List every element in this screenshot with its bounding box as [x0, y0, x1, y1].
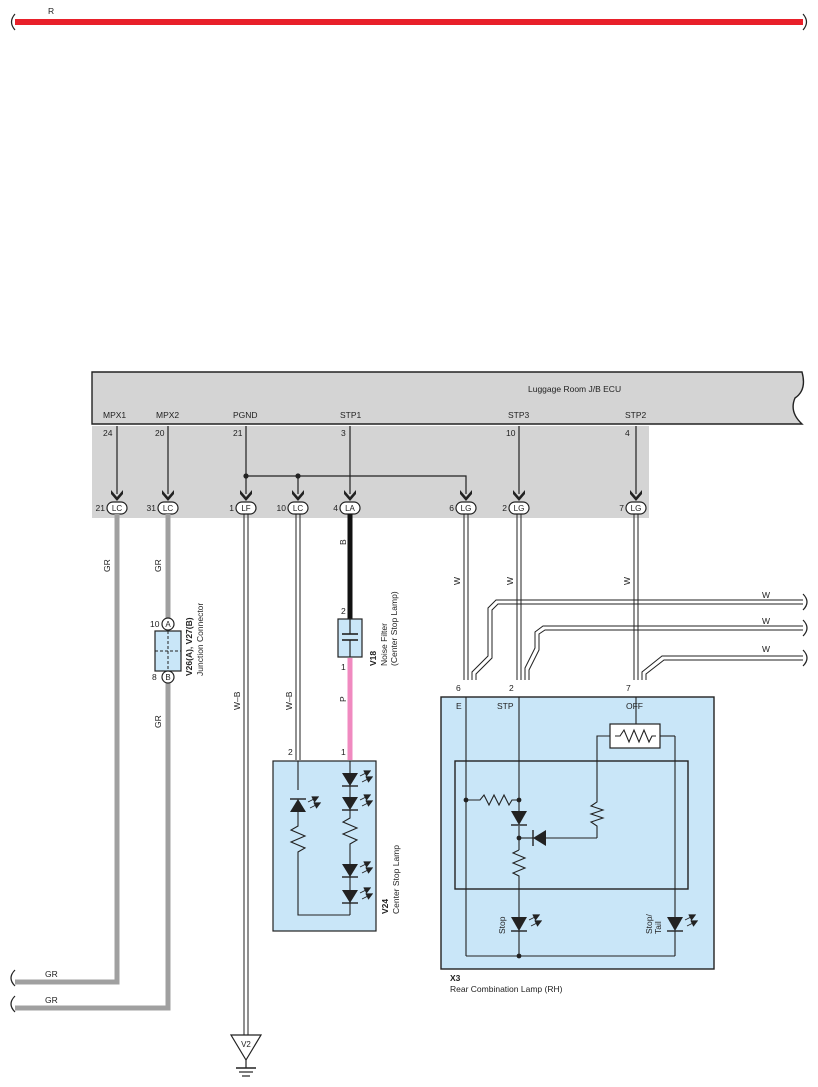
led-icon-csl-3: [342, 797, 358, 810]
led-icon-stop-tail: [667, 917, 683, 931]
ground-label: V2: [241, 1040, 251, 1049]
gr-wires: GR GR GR GR GR: [10, 514, 171, 1013]
rcl-name: Rear Combination Lamp (RH): [450, 984, 563, 994]
nf-sub: (Center Stop Lamp): [389, 591, 399, 666]
jc-pin-8: 8: [152, 672, 157, 682]
wire-label-wb-2: W–B: [284, 691, 294, 710]
csl-code: V24: [380, 899, 390, 914]
rcl-term-e: E: [456, 701, 462, 711]
conn-lg-7: LG: [631, 504, 642, 513]
conn-lc-31: LC: [163, 504, 173, 513]
term-pin-stp2: 4: [625, 428, 630, 438]
conn-lg-6: LG: [461, 504, 472, 513]
wire-label-gr-2: GR: [153, 559, 163, 572]
resistor-icon-off: [615, 728, 656, 744]
rcl-term-stp: STP: [497, 701, 514, 711]
wire-label-w-3: W: [622, 577, 632, 585]
w-wire-ends: [802, 593, 808, 667]
term-name-pgnd: PGND: [233, 410, 258, 420]
rcl-term-off: OFF: [626, 701, 643, 711]
wire-label-wb-1: W–B: [232, 691, 242, 710]
wire-label-w-4: W: [762, 590, 770, 600]
conn-pin-4: 4: [333, 503, 338, 513]
conn-pin-10: 10: [277, 503, 287, 513]
conn-pin-6: 6: [449, 503, 454, 513]
rcl-pin-7: 7: [626, 683, 631, 693]
jc-letter-a: A: [165, 620, 171, 629]
jc-code: V26(A), V27(B): [184, 617, 194, 676]
rcl-led-stop-label: Stop: [497, 916, 507, 934]
wire-label-p: P: [338, 696, 348, 702]
csl-name: Center Stop Lamp: [391, 845, 401, 914]
led-icon-stop: [511, 917, 527, 931]
term-name-mpx2: MPX2: [156, 410, 179, 420]
term-pin-mpx1: 24: [103, 428, 113, 438]
conn-lg-2: LG: [514, 504, 525, 513]
rear-combination-lamp: 6 2 7 E STP OFF: [440, 683, 715, 994]
conn-la-4: LA: [345, 504, 355, 513]
conn-pin-2: 2: [502, 503, 507, 513]
led-icon-csl-2: [342, 773, 358, 786]
jc-pin-10: 10: [150, 619, 160, 629]
term-pin-stp3: 10: [506, 428, 516, 438]
conn-lc-10: LC: [293, 504, 303, 513]
led-icon-csl-1: [290, 799, 306, 812]
nf-pin-1: 1: [341, 662, 346, 672]
wire-label-gr-3: GR: [153, 715, 163, 728]
led-icon-csl-4: [342, 864, 358, 877]
top-wire-color-label: R: [48, 6, 54, 16]
rcl-led-stoptail-label-2: Tail: [653, 921, 663, 934]
stp1-wire: B P: [338, 514, 353, 760]
w-wires: [463, 514, 803, 680]
wb-wires: W–B W–B: [232, 514, 301, 1035]
wire-label-w-5: W: [762, 616, 770, 626]
center-stop-lamp: 2 1: [272, 747, 401, 932]
nf-code: V18: [368, 651, 378, 666]
nf-pin-2: 2: [341, 606, 346, 616]
wire-label-w-1: W: [452, 577, 462, 585]
junction-connector: A 10 B 8 V26(A), V27(B) Junction Connect…: [150, 603, 205, 684]
ground-v2: V2: [229, 1034, 263, 1077]
term-pin-pgnd: 21: [233, 428, 243, 438]
rcl-led-stoptail-label-1: Stop/: [644, 914, 654, 934]
csl-pin-1: 1: [341, 747, 346, 757]
nf-name: Noise Filter: [379, 623, 389, 666]
conn-pin-31: 31: [147, 503, 157, 513]
junction-dot-pgnd: [243, 473, 249, 479]
conn-pin-7: 7: [619, 503, 624, 513]
term-name-stp1: STP1: [340, 410, 362, 420]
jc-name: Junction Connector: [195, 603, 205, 676]
wire-label-w-6: W: [762, 644, 770, 654]
diode-icon-horizontal: [533, 830, 546, 846]
term-name-mpx1: MPX1: [103, 410, 126, 420]
ecu-name: Luggage Room J/B ECU: [528, 384, 621, 394]
rcl-pin-2: 2: [509, 683, 514, 693]
noise-filter: 2 1 V18 Noise Filter (Center Stop Lamp): [337, 591, 399, 672]
wire-label-b: B: [338, 539, 348, 545]
term-name-stp3: STP3: [508, 410, 530, 420]
wire-label-w-2: W: [505, 577, 515, 585]
jc-letter-b: B: [165, 673, 170, 682]
csl-pin-2: 2: [288, 747, 293, 757]
rcl-code: X3: [450, 973, 461, 983]
diode-icon-stp: [511, 811, 527, 825]
led-icon-csl-5: [342, 890, 358, 903]
rcl-pin-6: 6: [456, 683, 461, 693]
wire-label-gr-5: GR: [45, 995, 58, 1005]
term-name-stp2: STP2: [625, 410, 647, 420]
conn-lf-1: LF: [241, 504, 250, 513]
ecu-box: Luggage Room J/B ECU MPX1 MPX2 PGND STP1…: [91, 371, 805, 518]
junction-dot-lc10: [295, 473, 301, 479]
top-red-wire: R: [10, 6, 808, 31]
wire-label-gr-4: GR: [45, 969, 58, 979]
ecu-shaded-region: [92, 426, 649, 518]
conn-pin-21: 21: [96, 503, 106, 513]
wire-label-gr-1: GR: [102, 559, 112, 572]
term-pin-stp1: 3: [341, 428, 346, 438]
conn-lc-21: LC: [112, 504, 122, 513]
conn-pin-1: 1: [229, 503, 234, 513]
term-pin-mpx2: 20: [155, 428, 165, 438]
